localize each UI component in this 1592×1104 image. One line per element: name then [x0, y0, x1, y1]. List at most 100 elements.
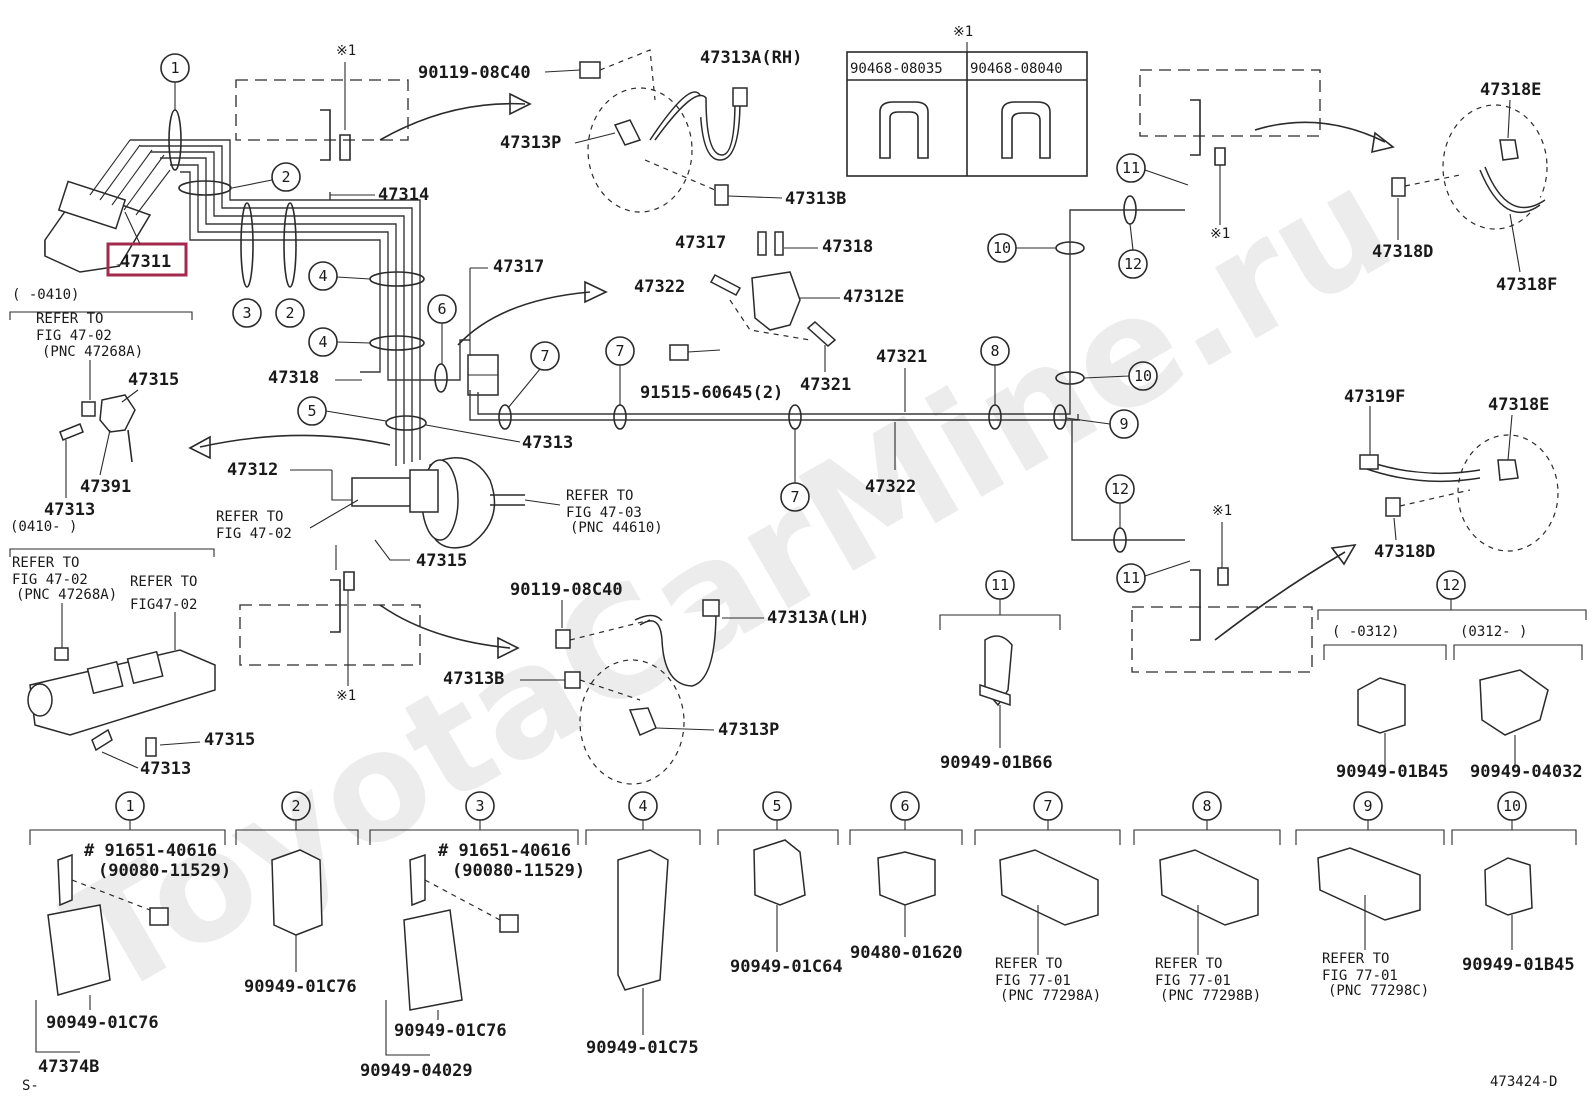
- c1-alt[interactable]: (90080-11529): [98, 861, 231, 881]
- clamp-8-part: [1159, 849, 1259, 926]
- svg-text:1: 1: [125, 797, 134, 815]
- part-label-47318F[interactable]: 47318F: [1496, 275, 1557, 295]
- part-label-47315-mid[interactable]: 47315: [416, 551, 467, 571]
- part-label-47318E-bot[interactable]: 47318E: [1488, 395, 1549, 415]
- part-label-47313-mid[interactable]: 47313: [522, 433, 573, 453]
- c3-part[interactable]: 90949-01C76: [394, 1021, 507, 1041]
- callout-1-detail[interactable]: 1: [115, 791, 145, 821]
- part-label-47313P-top[interactable]: 47313P: [500, 133, 561, 153]
- part-label-47312E[interactable]: 47312E: [843, 287, 904, 307]
- part-label-47314[interactable]: 47314: [378, 185, 429, 205]
- part-label-90119-top[interactable]: 90119-08C40: [418, 63, 531, 83]
- c9-fig[interactable]: FIG 77-01: [1322, 968, 1398, 984]
- rear-lower-area-outline: [1131, 606, 1313, 673]
- part-label-47312[interactable]: 47312: [227, 460, 278, 480]
- box-a-47391[interactable]: 47391: [80, 477, 131, 497]
- c4-part[interactable]: 90949-01C75: [586, 1038, 699, 1058]
- part-label-47313B-top[interactable]: 47313B: [785, 189, 846, 209]
- c10-part[interactable]: 90949-01B45: [1462, 955, 1575, 975]
- callout-2-left[interactable]: 2: [275, 298, 305, 328]
- part-label-47322-b[interactable]: 47322: [865, 477, 916, 497]
- lh-47313P[interactable]: 47313P: [718, 720, 779, 740]
- c8-fig[interactable]: FIG 77-01: [1155, 973, 1231, 989]
- part-label-47321-b[interactable]: 47321: [876, 347, 927, 367]
- callout-5[interactable]: 5: [297, 396, 327, 426]
- part-label-47318D-bot[interactable]: 47318D: [1374, 542, 1435, 562]
- callout-5-detail[interactable]: 5: [762, 791, 792, 821]
- callout-7-detail[interactable]: 7: [1033, 791, 1063, 821]
- part-label-47318E-top[interactable]: 47318E: [1480, 80, 1541, 100]
- part-label-47317-a[interactable]: 47317: [493, 257, 544, 277]
- callout-11-a[interactable]: 11: [1116, 153, 1146, 183]
- callout-4b[interactable]: 4: [308, 327, 338, 357]
- svg-text:7: 7: [790, 488, 799, 506]
- part-label-47318-a[interactable]: 47318: [822, 237, 873, 257]
- callout-7-a[interactable]: 7: [530, 341, 560, 371]
- note-mark-rear-lower: ※1: [1212, 503, 1232, 519]
- c1-asm[interactable]: 47374B: [38, 1057, 99, 1077]
- callout-9-detail[interactable]: 9: [1353, 791, 1383, 821]
- c3-alt[interactable]: (90080-11529): [452, 861, 585, 881]
- c5-part[interactable]: 90949-01C64: [730, 957, 843, 977]
- callout-6-detail[interactable]: 6: [890, 791, 920, 821]
- clip-table-col2[interactable]: 90468-08040: [970, 61, 1063, 77]
- box-b-fig[interactable]: FIG 47-02: [12, 572, 88, 588]
- box-a-pnc: (PNC 47268A): [42, 344, 143, 360]
- booster-fig-1[interactable]: FIG 47-02: [216, 526, 292, 542]
- c6-part[interactable]: 90480-01620: [850, 943, 963, 963]
- callout-11-b[interactable]: 11: [1116, 563, 1146, 593]
- c7-fig[interactable]: FIG 77-01: [995, 973, 1071, 989]
- box-a-47313[interactable]: 47313: [44, 500, 95, 520]
- clip-12-part1[interactable]: 90949-01B45: [1336, 762, 1449, 782]
- clamp-2-ellipse: [178, 180, 232, 196]
- callout-12-b[interactable]: 12: [1105, 474, 1135, 504]
- callout-4-detail[interactable]: 4: [628, 791, 658, 821]
- part-label-47311[interactable]: 47311: [120, 252, 171, 272]
- callout-8-detail[interactable]: 8: [1192, 791, 1222, 821]
- part-label-47318D-top[interactable]: 47318D: [1372, 242, 1433, 262]
- callout-10-detail[interactable]: 10: [1497, 791, 1527, 821]
- svg-text:8: 8: [990, 342, 999, 360]
- proportioning-valve: [751, 271, 801, 331]
- booster-fig-2[interactable]: FIG 47-03: [566, 505, 642, 521]
- callout-6[interactable]: 6: [427, 294, 457, 324]
- box-a-fig[interactable]: FIG 47-02: [36, 328, 112, 344]
- callout-10-a[interactable]: 10: [987, 233, 1017, 263]
- callout-11-detail[interactable]: 11: [985, 570, 1015, 600]
- part-label-47318-b[interactable]: 47318: [268, 368, 319, 388]
- clamp-6-part: [877, 851, 936, 906]
- clip-12-part2[interactable]: 90949-04032: [1470, 762, 1583, 782]
- c1-part[interactable]: 90949-01C76: [46, 1013, 159, 1033]
- callout-12-detail[interactable]: 12: [1436, 570, 1466, 600]
- clip-12-range1: ( -0312): [1332, 624, 1399, 640]
- box-b-fig2[interactable]: FIG47-02: [130, 597, 197, 613]
- part-label-47322-a[interactable]: 47322: [634, 277, 685, 297]
- c2-part[interactable]: 90949-01C76: [244, 977, 357, 997]
- c1-bolt[interactable]: # 91651-40616: [84, 841, 217, 861]
- part-label-47319F[interactable]: 47319F: [1344, 387, 1405, 407]
- page-code: 473424-D: [1490, 1074, 1557, 1090]
- clip-11-partno[interactable]: 90949-01B66: [940, 753, 1053, 773]
- callout-1-top[interactable]: 1: [160, 53, 190, 83]
- part-label-47313A-rh[interactable]: 47313A(RH): [700, 48, 802, 68]
- lh-47313B[interactable]: 47313B: [443, 669, 504, 689]
- clamp-7-part: [999, 849, 1099, 926]
- c3-asm[interactable]: 90949-04029: [360, 1061, 473, 1081]
- callout-4a[interactable]: 4: [308, 261, 338, 291]
- lh-90119[interactable]: 90119-08C40: [510, 580, 623, 600]
- part-label-47317-b[interactable]: 47317: [675, 233, 726, 253]
- c3-bolt[interactable]: # 91651-40616: [438, 841, 571, 861]
- highlight-box-47311: [106, 242, 188, 277]
- lh-47313A[interactable]: 47313A(LH): [767, 608, 869, 628]
- box-b-47315[interactable]: 47315: [204, 730, 255, 750]
- box-b-47313[interactable]: 47313: [140, 759, 191, 779]
- part-label-91515[interactable]: 91515-60645(2): [640, 383, 783, 403]
- callout-7-b[interactable]: 7: [605, 336, 635, 366]
- clip-table-col1[interactable]: 90468-08035: [850, 61, 943, 77]
- part-label-47321-a[interactable]: 47321: [800, 375, 851, 395]
- callout-2-top[interactable]: 2: [271, 162, 301, 192]
- box-a-47315[interactable]: 47315: [128, 370, 179, 390]
- callout-3-left[interactable]: 3: [232, 298, 262, 328]
